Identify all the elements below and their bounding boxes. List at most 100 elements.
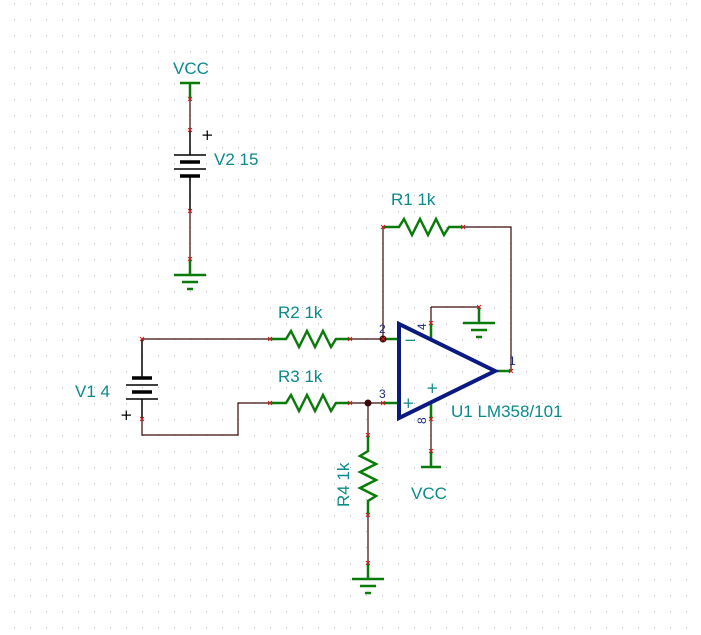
grid-dot [318,579,319,580]
grid-dot [62,99,63,100]
resistor-r1[interactable]: R1 1k [383,190,463,238]
grid-dot [30,595,31,596]
grid-dot [382,483,383,484]
grid-dot [302,243,303,244]
grid-dot [46,163,47,164]
r2-label: R2 1k [278,303,323,322]
grid-dot [30,99,31,100]
grid-dot [238,211,239,212]
ground-symbol-v2[interactable] [174,259,206,291]
grid-dot [478,35,479,36]
grid-dot [30,163,31,164]
grid-dot [110,627,111,628]
grid-dot [462,67,463,68]
grid-dot [270,515,271,516]
grid-dot [654,307,655,308]
grid-dot [430,387,431,388]
grid-dot [638,355,639,356]
grid-dot [46,339,47,340]
grid-dot [126,595,127,596]
grid-dot [446,163,447,164]
grid-dot [526,51,527,52]
grid-dot [270,35,271,36]
grid-dot [350,579,351,580]
grid-dot [462,99,463,100]
grid-dot [686,99,687,100]
grid-dot [366,163,367,164]
grid-dot [606,3,607,4]
ground-symbol-opamp[interactable] [463,307,495,339]
grid-dot [158,531,159,532]
grid-dot [366,563,367,564]
grid-dot [94,195,95,196]
grid-dot [286,451,287,452]
grid-dot [350,627,351,628]
resistor-r4[interactable]: R4 1k [334,435,379,515]
grid-dot [478,19,479,20]
wire-feedback-right[interactable] [463,226,512,371]
battery-v1[interactable]: + V1 4 [75,339,158,424]
grid-dot [398,163,399,164]
grid-dot [574,131,575,132]
grid-dot [606,355,607,356]
grid-dot [638,179,639,180]
grid-dot [606,51,607,52]
grid-dot [302,19,303,20]
grid-dot [558,483,559,484]
grid-dot [110,339,111,340]
grid-dot [430,595,431,596]
grid-dot [558,67,559,68]
grid-dot [686,259,687,260]
grid-dot [318,163,319,164]
grid-dot [158,595,159,596]
grid-dot [206,499,207,500]
grid-dot [510,211,511,212]
grid-dot [350,307,351,308]
wire-v1-r3[interactable] [141,402,270,436]
grid-dot [446,547,447,548]
grid-dot [238,99,239,100]
grid-dot [286,195,287,196]
grid-dot [558,147,559,148]
grid-dot [126,163,127,164]
grid-dot [174,131,175,132]
vcc-symbol-opamp[interactable]: VCC [411,451,447,503]
grid-dot [462,403,463,404]
resistor-r3[interactable]: R3 1k [270,367,350,414]
grid-dot [366,323,367,324]
grid-dot [462,323,463,324]
grid-dot [350,99,351,100]
grid-dot [350,35,351,36]
grid-dot [430,83,431,84]
grid-dot [46,275,47,276]
grid-dot [334,227,335,228]
ground-symbol-r4[interactable] [352,563,384,595]
grid-dot [174,51,175,52]
resistor-r2[interactable]: R2 1k [270,303,350,350]
grid-dot [62,467,63,468]
grid-dot [110,99,111,100]
grid-dot [382,451,383,452]
battery-v2[interactable]: + V2 15 [174,126,258,211]
grid-dot [14,323,15,324]
v1-plus-sign: + [120,406,133,424]
grid-dot [110,595,111,596]
grid-dot [526,563,527,564]
grid-dot [350,435,351,436]
grid-dot [46,179,47,180]
grid-dot [542,131,543,132]
grid-dot [14,451,15,452]
opamp-u1[interactable]: − + + 2 3 1 4 8 U1 LM358/101 [379,320,563,424]
grid-dot [126,387,127,388]
grid-dot [46,211,47,212]
grid-dot [254,3,255,4]
grid-dot [670,51,671,52]
grid-dot [318,371,319,372]
grid-dot [318,227,319,228]
grid-dot [46,467,47,468]
grid-dot [14,147,15,148]
vcc-symbol-top[interactable]: VCC [173,59,209,99]
grid-dot [542,467,543,468]
grid-dot [126,531,127,532]
